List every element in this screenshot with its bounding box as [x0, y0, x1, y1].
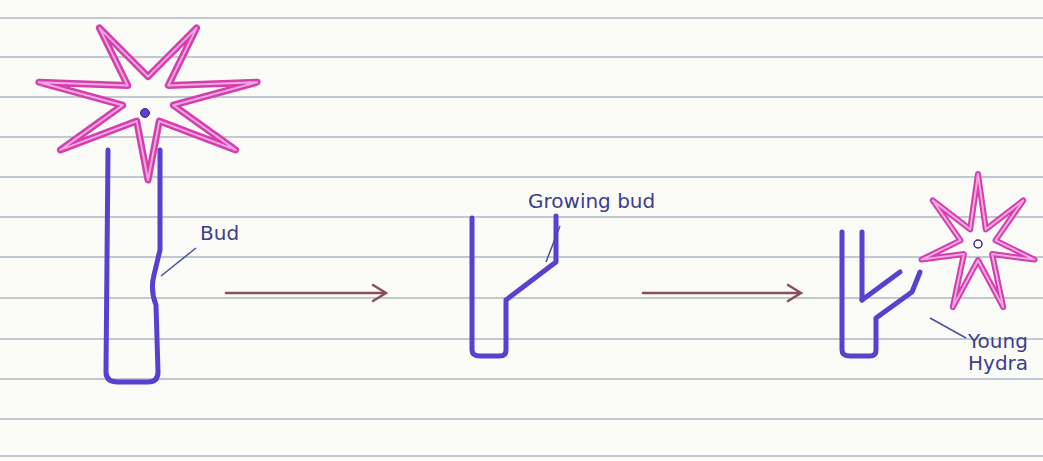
part-label: Young Hydra — [968, 330, 1038, 374]
arrow — [643, 285, 801, 301]
leader-line — [161, 248, 196, 276]
part-label: Growing bud — [528, 190, 655, 212]
part-label: Bud — [200, 222, 239, 244]
arrow — [226, 285, 386, 301]
hydra-with-young — [842, 174, 1035, 356]
leader-line — [546, 226, 560, 262]
parent-hydra — [39, 28, 257, 382]
notebook-rules — [0, 18, 1043, 456]
leader-line — [930, 318, 966, 338]
budding-hydra — [472, 216, 556, 356]
